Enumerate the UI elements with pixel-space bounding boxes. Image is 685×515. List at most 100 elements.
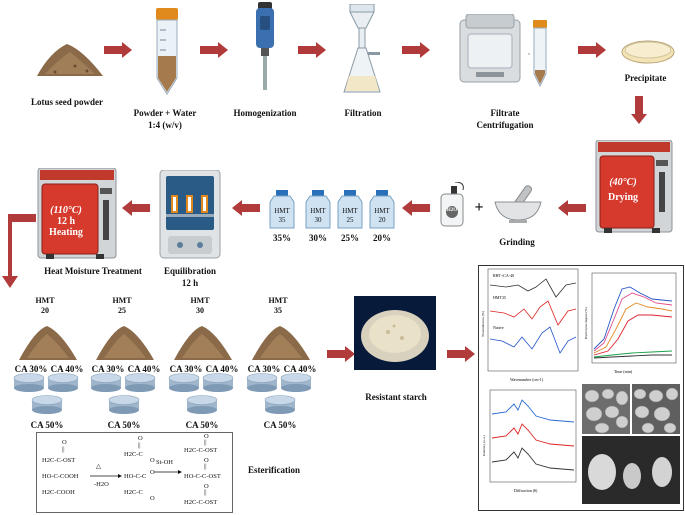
centrifugation-label-2: Centrifugation [476, 120, 534, 130]
hmt-label: Heat Moisture Treatment [44, 266, 142, 276]
esterification-box [36, 432, 233, 513]
ca-right-label: CA 40% [205, 364, 239, 374]
group-name-b: 25 [118, 306, 126, 315]
ca-left-label: CA 30% [14, 364, 48, 374]
arrow-left-icon [232, 200, 260, 216]
plus-icon: + [474, 199, 484, 216]
sem-images [582, 384, 680, 504]
molecule-2-text: O [150, 457, 155, 464]
reaction-arrow-icon [90, 470, 182, 478]
ca-right-label: CA 40% [127, 364, 161, 374]
molecule-3-text: H2C-C-OST [184, 499, 217, 506]
starch-pile-dishes-icon [13, 326, 79, 414]
arrow-right-icon [104, 42, 132, 58]
ca-right-label: CA 40% [283, 364, 317, 374]
centrifuge-icon [459, 14, 521, 83]
bottle-percent: 30% [309, 233, 327, 243]
equilibration-label-2: 12 h [181, 278, 199, 288]
hmt-bottle-icon [269, 190, 295, 229]
heating-oven-icon [37, 168, 117, 259]
ftir-xlabel: Wavenumber (cm-1) [510, 377, 544, 382]
heat-symbol: △ [96, 463, 101, 470]
bottle-tag: HMT [374, 207, 390, 215]
arrow-right-icon [578, 42, 606, 58]
bottle-number: 25 [346, 216, 354, 224]
arrow-right-icon [298, 42, 326, 58]
xrd-panel: Diffraction (θ) Intensity (a.u.) [482, 389, 577, 493]
bottle-tag: HMT [274, 207, 290, 215]
ca-left-label: CA 30% [169, 364, 203, 374]
arrow-elbow-icon [2, 214, 36, 288]
falcon-tube-icon [156, 8, 178, 95]
mix-label-2: 1:4 (w/v) [148, 120, 182, 130]
starch-pile-dishes-icon [90, 326, 156, 414]
digestion-panel: Time (min) Hydrolysis degree (%) [584, 272, 677, 374]
bottle-percent: 20% [373, 233, 391, 243]
starch-pile-dishes-icon [168, 326, 234, 414]
molecule-1-text: H2C-COOH [42, 489, 75, 496]
arrow-right-icon [200, 42, 228, 58]
dryer-temp: (40°C) [609, 177, 637, 188]
molecule-1-text: || [62, 446, 65, 453]
molecule-3-text: || [204, 489, 207, 496]
bottle-number: 35 [278, 216, 286, 224]
equilibration-label-1: Equilibration [163, 266, 217, 276]
digest-xlabel: Time (min) [614, 369, 633, 374]
ca-left-label: CA 30% [247, 364, 281, 374]
homogenizer-icon [256, 2, 274, 90]
heater-temp: (110°C) [50, 205, 82, 216]
water-symbol: H2O [446, 208, 458, 213]
molecule-1-text: H2C-C-OST [42, 457, 75, 464]
grinding-label: Grinding [499, 237, 535, 247]
group-name-a: HMT [112, 296, 132, 305]
centrifuge-tube-icon [528, 20, 547, 88]
arrow-right-icon [447, 346, 475, 362]
ftir-panel: RHT+CA-40 HMT35 Native Wavenumber (cm-1)… [481, 268, 579, 382]
molecule-3-text: O [204, 457, 209, 464]
ftir-series-1: RHT+CA-40 [493, 273, 514, 278]
digest-ylabel: Hydrolysis degree (%) [584, 306, 588, 339]
bottle-tag: HMT [310, 207, 326, 215]
molecule-2-text: H2C-C [124, 489, 143, 496]
bottle-percent: 35% [273, 233, 291, 243]
group-name-a: HMT [268, 296, 288, 305]
ca-left-label: CA 30% [91, 364, 125, 374]
resistant-starch-photo [354, 296, 436, 370]
molecule-2-text: H2C-C [124, 451, 143, 458]
ca-bottom-label: CA 50% [185, 420, 219, 430]
molecule-1-text: HO-C-COOH [42, 473, 79, 480]
molecule-3-text: || [204, 463, 207, 470]
molecule-3-text: H2C-C-OST [184, 447, 217, 454]
resistant-starch-label: Resistant starch [365, 392, 427, 402]
precipitate-label: Precipitate [624, 73, 667, 83]
esterification-label: Esterification [248, 465, 300, 475]
homogenization-label: Homogenization [233, 108, 297, 118]
wash-bottle-icon [440, 182, 464, 227]
arrow-down-icon [631, 96, 647, 124]
ftir-series-3: Native [493, 325, 504, 330]
ca-right-label: CA 40% [50, 364, 84, 374]
centrifugation-label-1: Filtrate [490, 108, 520, 118]
mortar-pestle-icon [494, 185, 542, 223]
xrd-ylabel: Intensity (a.u.) [482, 435, 486, 456]
group-name-a: HMT [190, 296, 210, 305]
molecule-3-text: O [204, 483, 209, 490]
arrow-right-icon [327, 346, 355, 362]
starch-pile-dishes-icon [246, 326, 312, 414]
bottle-tag: HMT [342, 207, 358, 215]
hmt-bottle-icon [305, 190, 331, 229]
molecule-3-text: || [204, 439, 207, 446]
molecule-3-text: O [204, 434, 209, 440]
xrd-xlabel: Diffraction (θ) [514, 488, 538, 493]
molecule-2-text: || [138, 442, 141, 449]
heater-time: 12 h [56, 216, 76, 227]
bottle-percent: 25% [341, 233, 359, 243]
bottle-number: 20 [378, 216, 386, 224]
ca-bottom-label: CA 50% [30, 420, 64, 430]
drying-oven-icon [595, 140, 673, 233]
molecule-1-text: O [62, 439, 67, 446]
lotus-seed-label: Lotus seed powder [30, 97, 103, 107]
heater-label: Heating [49, 227, 83, 238]
molecule-2-text: O [138, 435, 143, 442]
hmt-bottle-icon [337, 190, 363, 229]
